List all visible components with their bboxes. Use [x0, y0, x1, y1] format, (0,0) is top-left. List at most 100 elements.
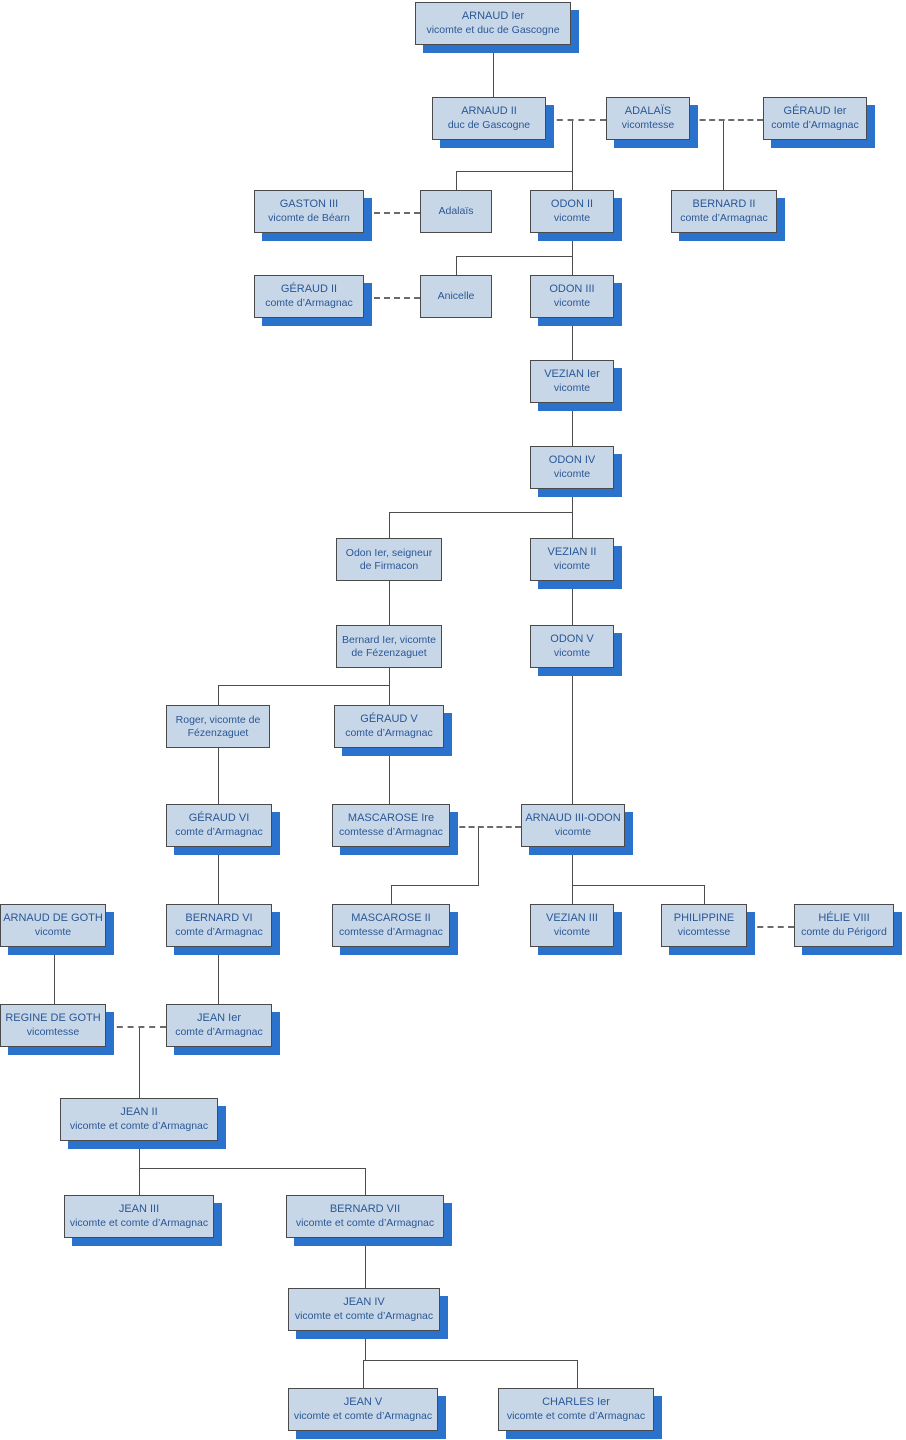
connector-line-gen17-bar [363, 1360, 577, 1361]
person-title: vicomte et comte d’Armagnac [69, 1216, 209, 1229]
marriage-link-mascarose1-arnaud3 [450, 826, 521, 828]
person-name: VEZIAN III [546, 912, 598, 925]
person-name: JEAN II [120, 1106, 158, 1119]
person-title: Fézenzaguet [187, 726, 249, 739]
person-title: vicomte [553, 296, 591, 309]
person-name: VEZIAN II [547, 546, 597, 559]
connector-line-gen9-roger-stub [218, 685, 219, 705]
person-name: GÉRAUD V [360, 713, 418, 726]
connector-line-gen3-adalaisw-stub [456, 171, 457, 190]
connector-line-roger-geraud6 [218, 748, 219, 804]
connector-line-geraud6-bernard6 [218, 847, 219, 904]
person-node-anicelle[interactable]: Anicelle [420, 275, 492, 318]
marriage-link-geraud2-anicelle [364, 297, 420, 299]
connector-line-jean4-down [365, 1331, 366, 1360]
connector-line-geraud5-mascarose1 [389, 748, 390, 804]
person-name: ARNAUD III-ODON [525, 812, 621, 825]
connector-line-gen12-vezian3-stub [572, 885, 573, 904]
connector-line-odon3-vezian1 [572, 318, 573, 360]
person-title: vicomte [553, 646, 591, 659]
person-title: comte d’Armagnac [175, 825, 263, 838]
connector-line-gen15-jean3-stub [139, 1168, 140, 1195]
connector-line-gen17-charles-stub [577, 1360, 578, 1388]
person-title: vicomtesse [621, 118, 675, 131]
person-title: vicomte et comte d’Armagnac [69, 1119, 209, 1132]
connector-line-gen7-odon1-stub [389, 512, 390, 538]
connector-line-odon5-arnaud3 [572, 668, 573, 804]
person-name: Anicelle [437, 290, 475, 303]
person-name: ADALAÏS [624, 105, 672, 118]
connector-line-bernard6-jean1 [218, 947, 219, 1004]
person-title: vicomte [553, 925, 591, 938]
person-name: Bernard Ier, vicomte [342, 633, 436, 646]
connector-line-vezian1-odon4 [572, 403, 573, 446]
person-title: vicomte [553, 381, 591, 394]
connector-line-masc2-bar [391, 885, 479, 886]
connector-line-gen17-jean5-stub [363, 1360, 364, 1388]
marriage-link-arnaud2-adalais [546, 119, 606, 121]
connector-line-gen15-bar [139, 1168, 365, 1169]
connector-line-gen9-bar [218, 685, 390, 686]
person-title: vicomte [553, 467, 591, 480]
person-name: MASCAROSE II [351, 912, 431, 925]
person-title: comte d’Armagnac [345, 726, 433, 739]
person-title: vicomtesse [26, 1025, 80, 1038]
person-name: GASTON III [279, 198, 339, 211]
person-name: BERNARD VI [185, 912, 253, 925]
person-name: Adalaïs [438, 205, 474, 218]
person-title: comte du Périgord [801, 925, 887, 938]
person-node-adalais_w[interactable]: Adalaïs [420, 190, 492, 233]
person-title: comte d’Armagnac [771, 118, 859, 131]
person-name: PHILIPPINE [673, 912, 735, 925]
person-title: vicomte de Béarn [268, 211, 350, 224]
person-title: comtesse d’Armagnac [339, 925, 443, 938]
person-name: ODON IV [548, 454, 596, 467]
person-title: de Fézenzaguet [351, 646, 427, 659]
person-title: vicomte [34, 925, 72, 938]
connector-line-jean2-down [139, 1141, 140, 1168]
person-title: vicomte [553, 211, 591, 224]
connector-line-goth-regine [54, 947, 55, 1004]
connector-line-arnaud3-down [572, 847, 573, 885]
person-name: Odon Ier, seigneur [345, 546, 433, 559]
connector-line-gen9-geraud5-stub [389, 685, 390, 705]
person-name: ODON V [550, 633, 594, 646]
connector-line-gen3-bar [456, 171, 573, 172]
connector-line-gen15-bernard7-stub [365, 1168, 366, 1195]
